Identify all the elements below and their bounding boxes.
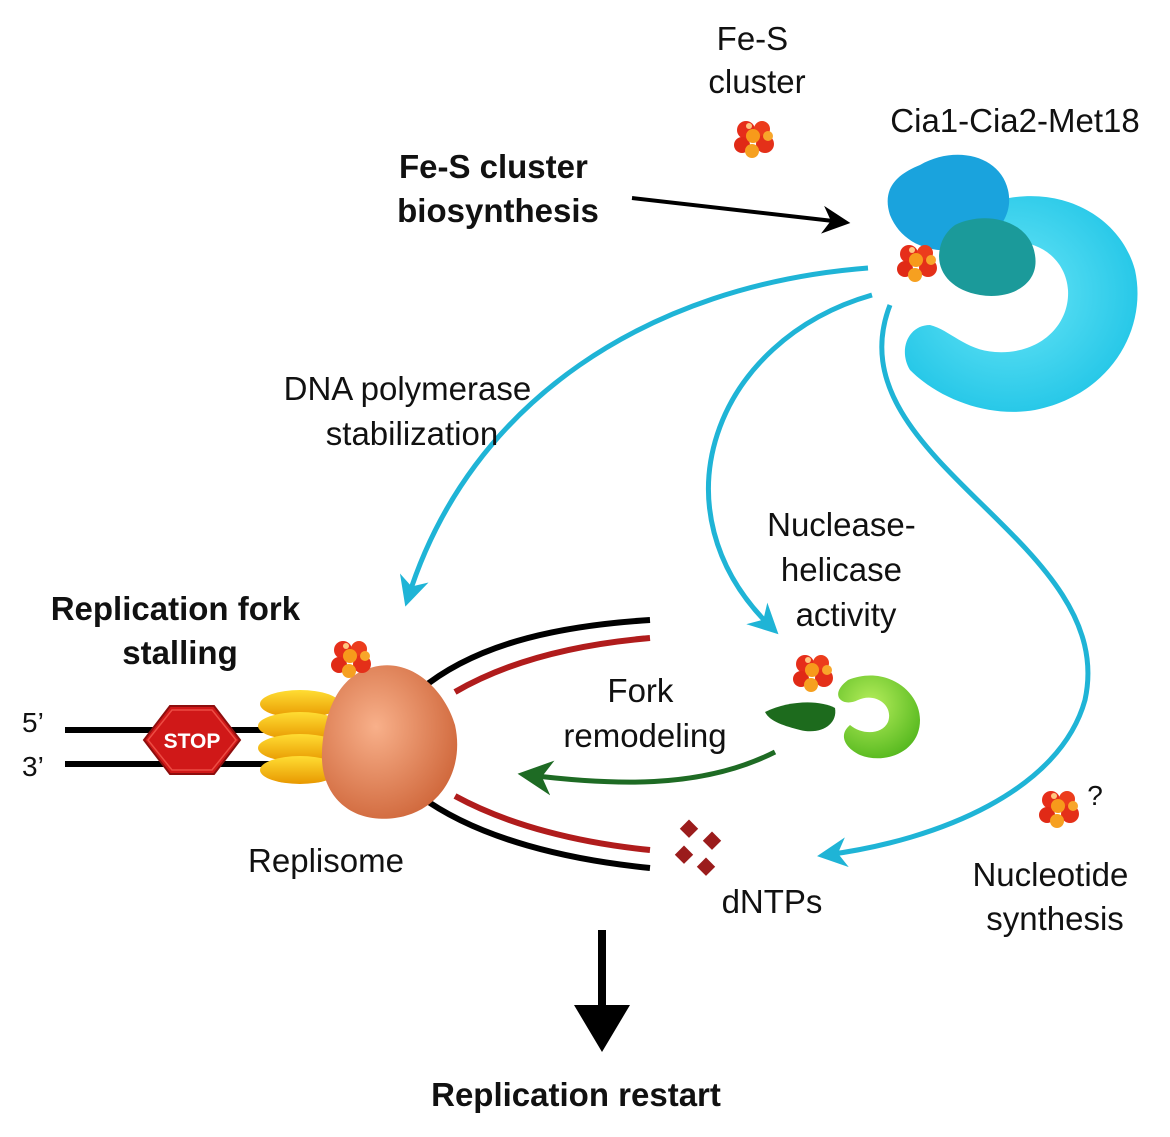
replisome-body [321, 665, 458, 819]
helicase-rings [258, 690, 342, 784]
stop-sign-label: STOP [164, 730, 221, 753]
nuclease-helicase-label: Nuclease- helicase activity [767, 506, 925, 633]
dna-polymerase-stabilization-label: DNA polymerase stabilization [284, 370, 541, 452]
fes-cluster-icon [1039, 791, 1079, 828]
cia-crescent [904, 196, 1138, 412]
dntps [674, 819, 722, 876]
arrow-to-dna-polymerase [399, 265, 869, 607]
cia1-cia2-met18-complex [887, 154, 1138, 412]
cia-inner [939, 218, 1036, 296]
arrow-to-nucleotide-synthesis [817, 304, 1091, 868]
arrow-biosynthesis-to-complex [631, 196, 851, 234]
cia-complex-label: Cia1-Cia2-Met18 [890, 102, 1139, 139]
replisome-label: Replisome [248, 842, 404, 879]
question-mark: ? [1087, 780, 1103, 811]
strand-5prime-label: 5’ [22, 707, 44, 738]
replication-fork-stalling-label: Replication fork stalling [51, 590, 310, 671]
strand-3prime-label: 3’ [22, 751, 44, 782]
fes-cluster-icon [331, 641, 371, 678]
nucleotide-synthesis-label: Nucleotide synthesis [972, 856, 1137, 937]
fes-cluster-icon [897, 245, 937, 282]
fes-cluster-icon [793, 655, 833, 692]
arrow-to-replication-restart [574, 930, 630, 1052]
nuclease-helicase-enzyme [765, 655, 920, 759]
replication-restart-label: Replication restart [431, 1076, 721, 1113]
fes-cluster-label: Fe-S cluster [708, 20, 805, 100]
fes-biosynthesis-label: Fe-S cluster biosynthesis [397, 148, 599, 229]
arrow-to-nuclease-helicase [706, 292, 873, 635]
fes-cluster-icon [734, 121, 774, 158]
fork-remodeling-label: Fork remodeling [563, 672, 726, 754]
stop-sign: STOP [142, 705, 242, 775]
dntps-label: dNTPs [722, 883, 823, 920]
arrow-fork-remodeling [517, 749, 777, 796]
